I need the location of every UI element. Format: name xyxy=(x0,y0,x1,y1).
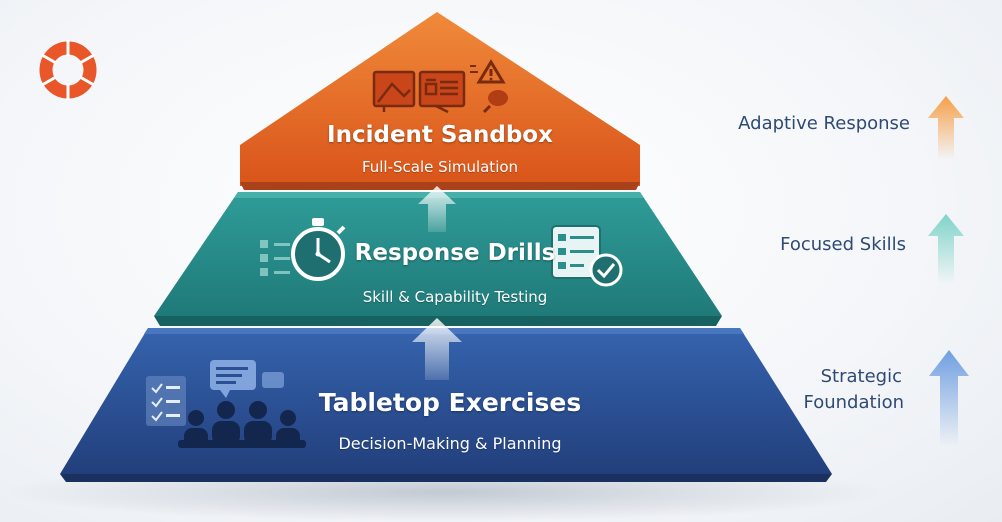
team-meeting-icon xyxy=(178,401,306,448)
tier-title-tabletop: Tabletop Exercises xyxy=(318,388,582,417)
upward-arrow-icon xyxy=(418,186,456,232)
upward-arrow-icon xyxy=(928,214,964,284)
side-label-strategic: Strategic xyxy=(820,366,902,387)
tier-title-drills: Response Drills xyxy=(354,240,556,266)
stopwatch-icon xyxy=(291,218,346,281)
chat-bubble-icon xyxy=(210,360,284,398)
checklist-icon xyxy=(260,240,290,276)
checklist-icon xyxy=(146,376,186,426)
side-label-adaptive: Adaptive Response xyxy=(738,113,910,134)
upward-arrow-icon xyxy=(928,96,964,160)
logo-ring-icon xyxy=(39,40,97,100)
tier-title-sandbox: Incident Sandbox xyxy=(327,122,553,148)
tier-subtitle-tabletop: Decision-Making & Planning xyxy=(338,434,562,453)
side-label-foundation: Foundation xyxy=(803,392,904,413)
tier-drills-shape xyxy=(154,192,722,316)
monitor-icons xyxy=(372,70,466,114)
checklist-check-icon xyxy=(551,225,623,287)
upward-arrow-icon xyxy=(929,350,969,446)
upward-arrow-icon xyxy=(412,318,462,380)
tier-subtitle-drills: Skill & Capability Testing xyxy=(362,288,548,306)
side-label-focused: Focused Skills xyxy=(780,234,906,255)
alert-icon xyxy=(470,59,508,114)
tier-subtitle-sandbox: Full-Scale Simulation xyxy=(361,158,519,176)
